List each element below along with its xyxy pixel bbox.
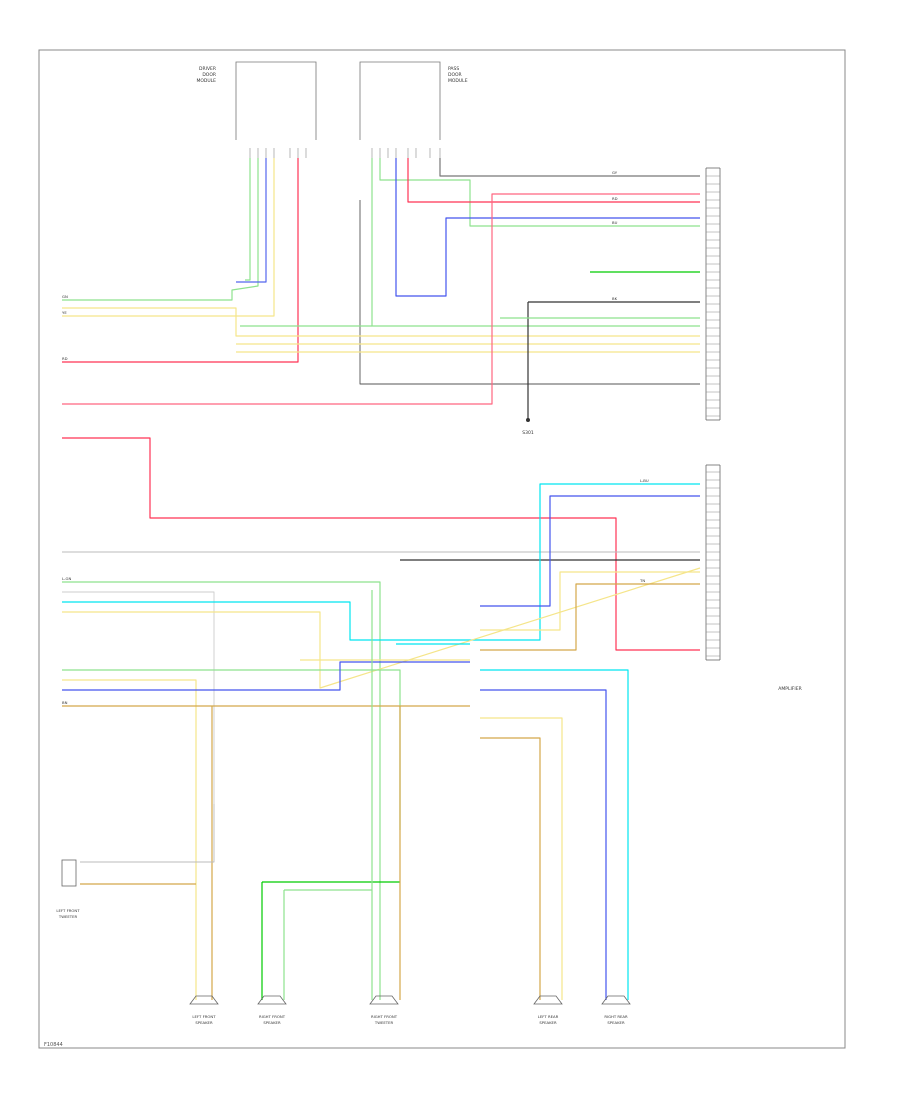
wire-tan-1	[480, 583, 700, 651]
left-rear-speaker-symbol	[533, 995, 563, 1005]
connector-right-lower-label: AMPLIFIER	[778, 686, 801, 692]
svg-text:MODULE: MODULE	[196, 78, 216, 84]
wire-blue-1	[236, 158, 267, 283]
wire-blue-3	[480, 495, 700, 607]
right-front-tweeter-label-2: TWEETER	[374, 1020, 394, 1025]
door-module-right-pins	[371, 148, 441, 158]
left-rear-speaker-label-1: LEFT REAR	[538, 1014, 559, 1019]
wire-red-1	[62, 158, 299, 363]
wires	[62, 158, 701, 1000]
left-front-tweeter-label-1: LEFT FRONT	[56, 908, 80, 913]
wire-yellow-1	[62, 158, 275, 317]
wire-label-lt-gn: L-GN	[62, 576, 72, 581]
svg-text:DOOR: DOOR	[202, 72, 216, 78]
wire-yellow-2	[62, 307, 700, 337]
wire-gray-5	[80, 804, 215, 863]
wire-label-bu: BU	[612, 220, 618, 225]
splice-upper: S301	[522, 418, 534, 436]
diagram-frame	[38, 49, 846, 1049]
wire-gray-1	[439, 158, 700, 177]
right-rear-speaker-label-1: RIGHT REAR	[604, 1014, 628, 1019]
svg-text:DOOR: DOOR	[448, 72, 462, 78]
connector-pin-ticks	[706, 175, 720, 657]
right-rear-speaker-label-2: SPEAKER	[607, 1020, 625, 1025]
door-module-left-label: DRIVER DOOR MODULE	[196, 66, 216, 84]
left-rear-speaker-label-2: SPEAKER	[539, 1020, 557, 1025]
wire-label-rd-2: RD	[612, 196, 618, 201]
door-module-left: DRIVER DOOR MODULE	[196, 61, 317, 140]
wire-gray-4	[62, 591, 215, 804]
wire-blue-4	[62, 661, 470, 691]
wire-label-bn: BN	[62, 700, 68, 705]
wire-yellow-7	[62, 679, 197, 1000]
wire-green-3	[371, 158, 700, 327]
wire-green-1	[245, 158, 251, 281]
wire-green-2	[62, 158, 259, 301]
wire-label-ye: YE	[62, 310, 67, 315]
wire-red-2	[407, 158, 700, 203]
wire-label-rd: RD	[62, 356, 68, 361]
left-front-tweeter-label-2: TWEETER	[58, 914, 78, 919]
wire-green-8	[62, 581, 381, 1000]
wire-labels: GN YE RD BU RD GY BK L-BU TN L-GN BN	[62, 170, 649, 705]
wire-label-gn: GN	[62, 294, 68, 299]
wire-yellow-5	[62, 567, 701, 689]
right-front-speaker-label-2: SPEAKER	[263, 1020, 281, 1025]
right-front-tweeter-label-1: RIGHT FRONT	[371, 1014, 398, 1019]
svg-text:PASS: PASS	[448, 66, 459, 72]
right-front-speaker-label-1: RIGHT FRONT	[259, 1014, 286, 1019]
splice-upper-label: S301	[522, 430, 534, 436]
connector-right-upper	[705, 167, 721, 421]
left-front-speaker-label-1: LEFT FRONT	[192, 1014, 216, 1019]
wire-yellow-9	[480, 717, 563, 1000]
right-front-tweeter-symbol	[369, 995, 399, 1005]
wire-gray-2	[359, 200, 700, 385]
svg-text:MODULE: MODULE	[448, 78, 468, 84]
door-module-right-label: PASS DOOR MODULE	[448, 66, 468, 84]
left-front-speaker-symbol	[189, 995, 219, 1005]
wire-red-3	[62, 193, 700, 405]
wire-lightblue-1	[62, 483, 700, 641]
footer-code: F10844	[44, 1042, 63, 1048]
wire-yellow-6	[480, 571, 700, 631]
wire-lightblue-3	[480, 669, 629, 1000]
door-module-right: PASS DOOR MODULE	[359, 61, 468, 140]
wire-label-lt-bu: L-BU	[640, 478, 649, 483]
wire-label-bk: BK	[612, 296, 618, 301]
wire-blue-2	[395, 158, 700, 297]
connector-right-lower: AMPLIFIER	[705, 464, 802, 692]
right-front-speaker-symbol	[257, 995, 287, 1005]
wire-tan-3	[480, 737, 541, 1000]
left-front-tweeter: LEFT FRONT TWEETER	[56, 859, 80, 919]
right-rear-speaker-symbol	[601, 995, 631, 1005]
wire-label-tn: TN	[639, 578, 645, 583]
wire-green-9	[62, 669, 401, 830]
wire-green-4	[379, 158, 700, 227]
left-front-speaker-label-2: SPEAKER	[195, 1020, 213, 1025]
wire-blue-5	[480, 689, 607, 1000]
wire-label-gy: GY	[612, 170, 618, 175]
wire-red-4	[62, 437, 700, 651]
door-module-left-pins	[249, 148, 307, 158]
svg-text:DRIVER: DRIVER	[199, 66, 216, 72]
